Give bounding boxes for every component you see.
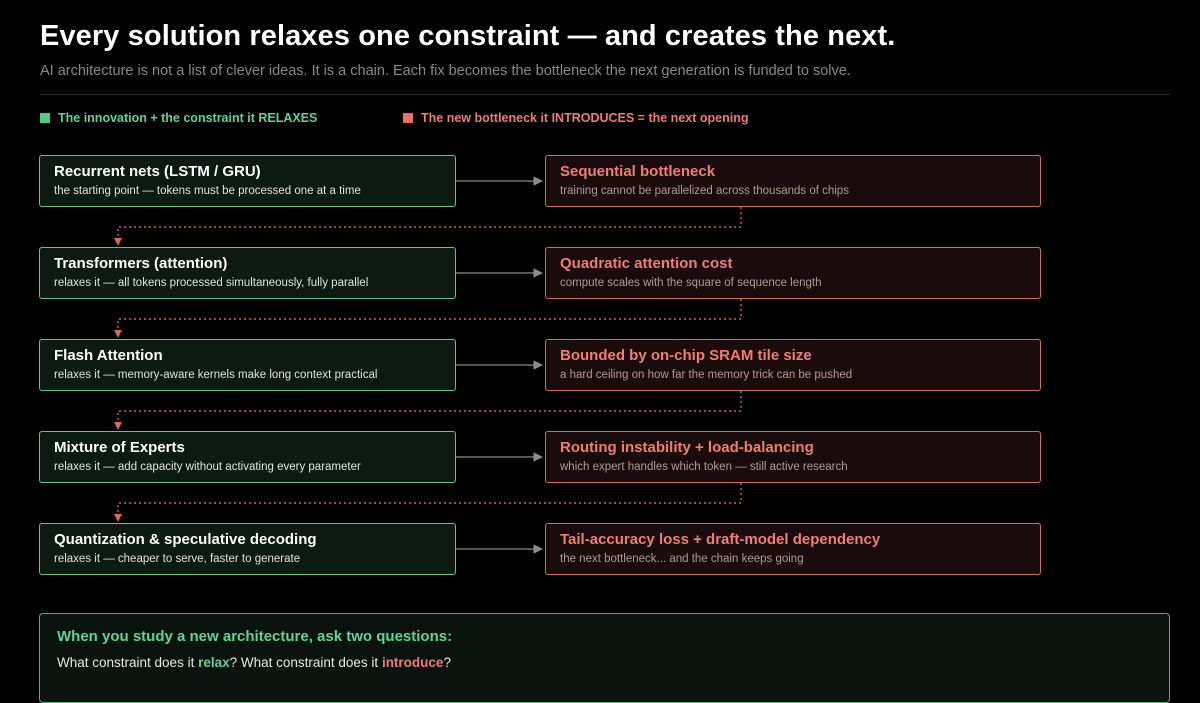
page-subtitle: AI architecture is not a list of clever … [40, 63, 851, 79]
callout-q-part3: ? [443, 655, 451, 670]
bottleneck-title: Quadratic attention cost [560, 255, 733, 272]
feedback-arrowhead-2 [114, 422, 122, 430]
innovation-desc: relaxes it — cheaper to serve, faster to… [54, 553, 301, 565]
callout-title: When you study a new architecture, ask t… [57, 628, 453, 645]
questions-callout: When you study a new architecture, ask t… [39, 613, 1170, 703]
bottleneck-desc: compute scales with the square of sequen… [560, 277, 822, 289]
bottleneck-box-sram: Bounded by on-chip SRAM tile size a hard… [545, 339, 1041, 391]
bottleneck-desc: which expert handles which token — still… [560, 461, 848, 473]
legend-introduces: The new bottleneck it INTRODUCES = the n… [403, 111, 748, 125]
bottleneck-box-tail-accuracy: Tail-accuracy loss + draft-model depende… [545, 523, 1041, 575]
bottleneck-title: Routing instability + load-balancing [560, 439, 814, 456]
feedback-path-0 [117, 207, 742, 238]
horizontal-arrows [456, 176, 543, 554]
legend-red-swatch [403, 113, 413, 123]
innovation-box-transformers: Transformers (attention) relaxes it — al… [39, 247, 456, 299]
bottleneck-desc: training cannot be parallelized across t… [560, 185, 849, 197]
bottleneck-title: Tail-accuracy loss + draft-model depende… [560, 531, 881, 548]
header-divider [40, 94, 1170, 95]
innovation-box-moe: Mixture of Experts relaxes it — add capa… [39, 431, 456, 483]
legend-green-swatch [40, 113, 50, 123]
bottleneck-box-routing: Routing instability + load-balancing whi… [545, 431, 1041, 483]
innovation-desc: relaxes it — add capacity without activa… [54, 461, 361, 473]
bottleneck-desc: a hard ceiling on how far the memory tri… [560, 369, 853, 381]
callout-questions: What constraint does it relax? What cons… [57, 655, 1152, 670]
feedback-path-3 [117, 483, 742, 514]
innovation-box-flash-attention: Flash Attention relaxes it — memory-awar… [39, 339, 456, 391]
innovation-title: Quantization & speculative decoding [54, 531, 317, 548]
innovation-title: Flash Attention [54, 347, 163, 364]
bottleneck-title: Sequential bottleneck [560, 163, 716, 180]
innovation-title: Transformers (attention) [54, 255, 228, 272]
innovation-title: Recurrent nets (LSTM / GRU) [54, 163, 261, 180]
bottleneck-title: Bounded by on-chip SRAM tile size [560, 347, 812, 364]
innovation-desc: relaxes it — memory-aware kernels make l… [54, 369, 378, 381]
bottleneck-box-quadratic: Quadratic attention cost compute scales … [545, 247, 1041, 299]
callout-q-part2: ? What constraint does it [229, 655, 382, 670]
page-title: Every solution relaxes one constraint — … [40, 20, 896, 52]
callout-keyword-introduce: introduce [381, 655, 444, 670]
innovation-box-rnn: Recurrent nets (LSTM / GRU) the starting… [39, 155, 456, 207]
bottleneck-desc: the next bottleneck... and the chain kee… [560, 553, 804, 565]
feedback-path-1 [117, 299, 742, 330]
legend-relaxes-label: The innovation + the constraint it RELAX… [58, 111, 318, 125]
bottleneck-box-sequential: Sequential bottleneck training cannot be… [545, 155, 1041, 207]
innovation-box-quantization: Quantization & speculative decoding rela… [39, 523, 456, 575]
innovation-title: Mixture of Experts [54, 439, 185, 456]
callout-q-part1: What constraint does it [57, 655, 199, 670]
innovation-desc: relaxes it — all tokens processed simult… [54, 277, 369, 289]
feedback-arrowhead-1 [114, 330, 122, 338]
feedback-arrowhead-3 [114, 514, 122, 522]
feedback-path-2 [117, 391, 742, 422]
legend-introduces-label: The new bottleneck it INTRODUCES = the n… [421, 111, 749, 125]
feedback-arrowhead-0 [114, 238, 122, 246]
innovation-desc: the starting point — tokens must be proc… [54, 185, 361, 197]
callout-keyword-relax: relax [198, 655, 230, 670]
legend-relaxes: The innovation + the constraint it RELAX… [40, 111, 317, 125]
